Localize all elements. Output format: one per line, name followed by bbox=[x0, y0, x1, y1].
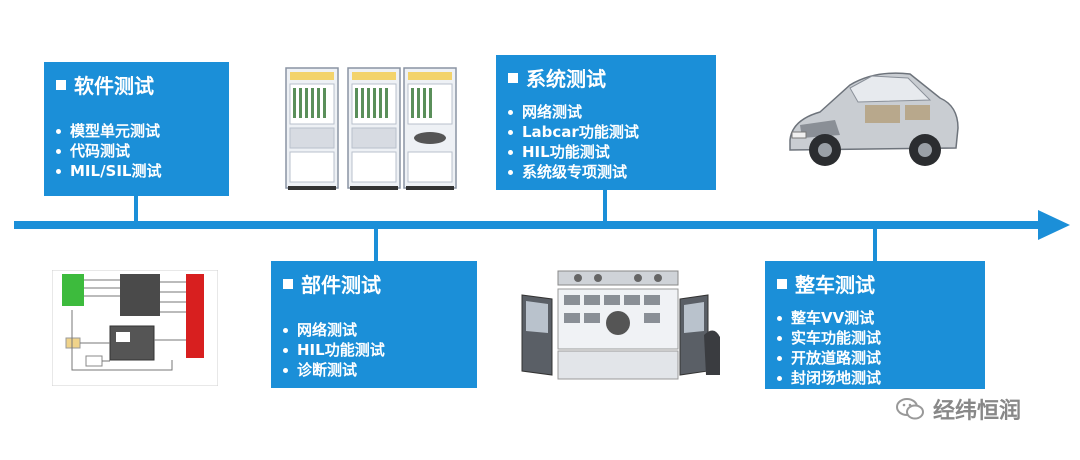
watermark-text: 经纬恒润 bbox=[933, 399, 1022, 424]
stem-software bbox=[134, 195, 138, 223]
stem-vehicle bbox=[873, 227, 877, 263]
stage-box-vehicle: 整车测试 整车VV测试 实车功能测试 开放道路测试 封闭场地测试 bbox=[765, 261, 985, 389]
stage-title: 部件测试 bbox=[283, 269, 465, 298]
list-item: 诊断测试 bbox=[283, 360, 465, 380]
watermark: 经纬恒润 bbox=[895, 393, 1021, 425]
stage-box-component: 部件测试 网络测试 HIL功能测试 诊断测试 bbox=[271, 261, 477, 388]
list-item: HIL功能测试 bbox=[283, 340, 465, 360]
stem-system bbox=[603, 190, 607, 223]
list-item: 网络测试 bbox=[508, 102, 704, 122]
list-item: 系统级专项测试 bbox=[508, 162, 704, 182]
stage-box-software: 软件测试 模型单元测试 代码测试 MIL/SIL测试 bbox=[44, 62, 229, 196]
block-diagram-icon bbox=[51, 269, 219, 387]
hil-test-cabinets-icon bbox=[280, 60, 460, 195]
list-item: 代码测试 bbox=[56, 141, 217, 161]
list-item: 实车功能测试 bbox=[777, 328, 973, 348]
stage-title: 软件测试 bbox=[56, 70, 217, 99]
list-item: 封闭场地测试 bbox=[777, 368, 973, 388]
wechat-icon bbox=[896, 398, 924, 420]
stage-title: 系统测试 bbox=[508, 63, 704, 92]
stage-box-system: 系统测试 网络测试 Labcar功能测试 HIL功能测试 系统级专项测试 bbox=[496, 55, 716, 190]
stage-title: 整车测试 bbox=[777, 269, 973, 298]
list-item: MIL/SIL测试 bbox=[56, 161, 217, 181]
timeline-axis bbox=[14, 221, 1044, 229]
list-item: Labcar功能测试 bbox=[508, 122, 704, 142]
timeline-arrow-head bbox=[1038, 210, 1070, 240]
list-item: 整车VV测试 bbox=[777, 308, 973, 328]
car-cutaway-icon bbox=[780, 50, 965, 185]
stem-component bbox=[374, 227, 378, 263]
list-item: 模型单元测试 bbox=[56, 121, 217, 141]
list-item: HIL功能测试 bbox=[508, 142, 704, 162]
list-item: 网络测试 bbox=[283, 320, 465, 340]
list-item: 开放道路测试 bbox=[777, 348, 973, 368]
vehicle-test-bench-icon bbox=[508, 265, 728, 385]
